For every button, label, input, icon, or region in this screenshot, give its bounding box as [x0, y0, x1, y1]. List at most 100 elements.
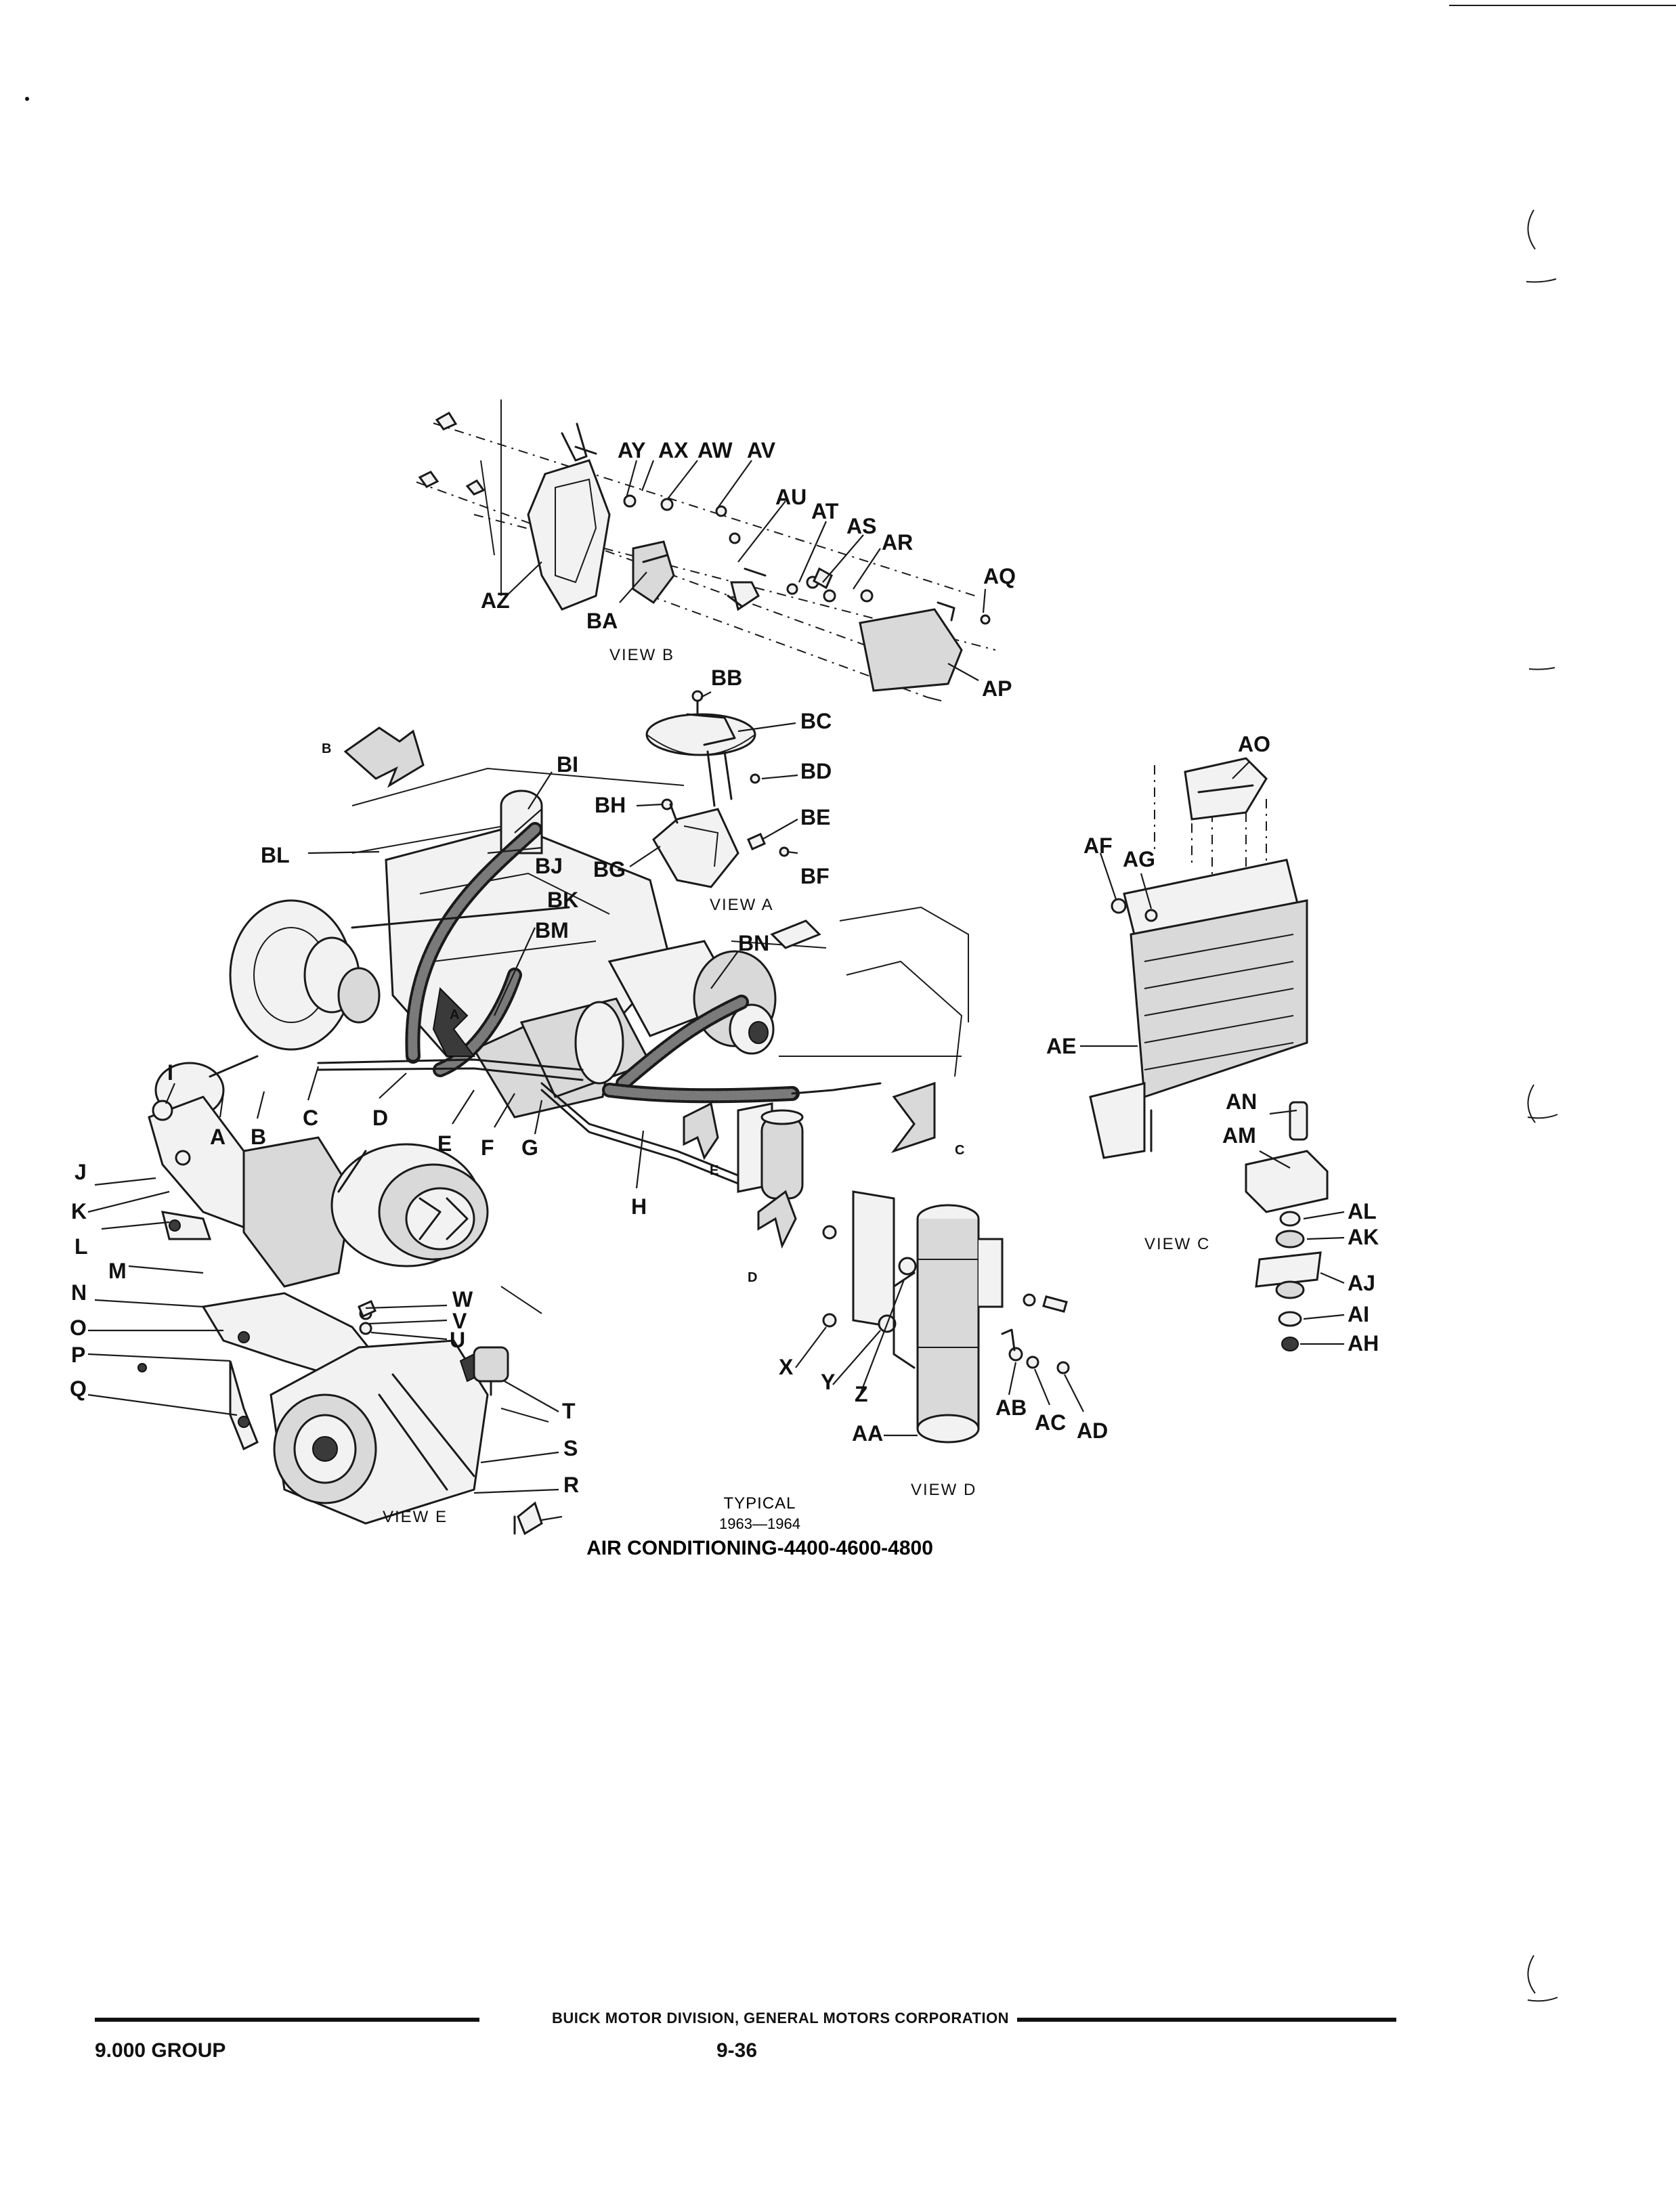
view-a-illustration [645, 690, 790, 888]
label-AB: AB [995, 1395, 1027, 1420]
label-Y: Y [821, 1370, 835, 1394]
view-d-leaders [795, 1279, 1084, 1437]
label-AT: AT [811, 499, 839, 523]
label-BF: BF [800, 864, 830, 888]
label-BL: BL [261, 843, 290, 867]
typical-text: TYPICAL [723, 1494, 796, 1513]
label-AZ: AZ [481, 588, 510, 613]
label-C: C [303, 1106, 318, 1130]
label-AY: AY [618, 438, 646, 462]
label-O: O [70, 1316, 87, 1340]
footer-group: 9.000 GROUP [95, 2039, 226, 2062]
label-AU: AU [775, 485, 807, 509]
label-BB: BB [711, 666, 742, 690]
engine-illustration [154, 727, 969, 1200]
label-AL: AL [1348, 1199, 1377, 1223]
label-AH: AH [1348, 1331, 1379, 1356]
arrow-letter-a: A [450, 1007, 459, 1022]
label-BA: BA [586, 609, 618, 633]
page-margin-marks [25, 5, 1676, 2002]
label-Q: Q [70, 1376, 87, 1401]
label-AD: AD [1077, 1418, 1108, 1443]
label-AP: AP [982, 676, 1012, 701]
label-T: T [562, 1399, 576, 1423]
label-S: S [563, 1436, 578, 1460]
arrow-letter-d: D [748, 1270, 757, 1285]
view-c-leaders [1080, 761, 1345, 1345]
label-AK: AK [1348, 1225, 1379, 1249]
view-b-caption: VIEW B [609, 646, 674, 664]
footer-page-number: 9-36 [716, 2039, 758, 2062]
label-A: A [210, 1125, 225, 1149]
label-L: L [74, 1234, 88, 1259]
label-G: G [521, 1135, 538, 1160]
label-M: M [108, 1259, 127, 1283]
label-Z: Z [855, 1382, 868, 1406]
view-b-illustration [416, 399, 996, 701]
view-c-illustration [1089, 757, 1329, 1351]
label-AO: AO [1238, 732, 1270, 756]
label-AV: AV [747, 438, 776, 462]
view-e-caption: VIEW E [383, 1508, 448, 1526]
label-K: K [71, 1199, 87, 1223]
label-AJ: AJ [1348, 1271, 1375, 1295]
label-V: V [452, 1309, 467, 1333]
label-AM: AM [1222, 1123, 1256, 1148]
diagram-title: AIR CONDITIONING-4400-4600-4800 [586, 1537, 933, 1559]
label-AA: AA [852, 1421, 883, 1446]
engine-leaders [219, 771, 739, 1189]
label-AX: AX [658, 438, 689, 462]
view-b-leaders [507, 460, 987, 681]
view-e-leaders [87, 1083, 563, 1521]
label-E: E [437, 1131, 452, 1156]
label-BN: BN [738, 931, 769, 955]
label-N: N [71, 1280, 87, 1305]
view-captions: VIEW B VIEW A VIEW C VIEW D VIEW E [383, 646, 1210, 1526]
diagram-title-block: TYPICAL 1963—1964 AIR CONDITIONING-4400-… [586, 1494, 933, 1559]
label-AG: AG [1123, 847, 1155, 871]
label-AC: AC [1035, 1410, 1066, 1435]
arrow-letter-e: E [710, 1163, 718, 1178]
label-AE: AE [1046, 1034, 1076, 1058]
direction-arrow-letters: B A C E D [322, 741, 964, 1285]
view-a-caption: VIEW A [710, 896, 774, 914]
label-BC: BC [800, 709, 832, 733]
label-H: H [631, 1194, 647, 1219]
label-J: J [74, 1160, 87, 1184]
label-BD: BD [800, 759, 832, 783]
label-D: D [372, 1106, 388, 1130]
label-AS: AS [846, 514, 876, 538]
label-AQ: AQ [983, 564, 1016, 588]
label-I: I [167, 1060, 173, 1085]
label-AR: AR [882, 530, 913, 555]
label-X: X [779, 1355, 794, 1379]
years-text: 1963—1964 [719, 1515, 800, 1532]
label-B: B [251, 1125, 266, 1149]
view-d-caption: VIEW D [911, 1481, 976, 1499]
label-BH: BH [595, 793, 626, 817]
label-BJ: BJ [535, 854, 563, 878]
label-BM: BM [535, 918, 569, 942]
label-F: F [481, 1135, 494, 1160]
label-BE: BE [800, 805, 830, 829]
view-d-illustration [757, 1190, 1070, 1444]
label-AF: AF [1083, 833, 1113, 858]
label-BI: BI [557, 752, 578, 777]
label-U: U [450, 1328, 465, 1352]
view-a-leaders [629, 691, 798, 867]
label-P: P [71, 1343, 85, 1367]
view-e-illustration [137, 1096, 549, 1536]
arrow-letter-b: B [322, 741, 331, 756]
view-c-caption: VIEW C [1144, 1235, 1210, 1253]
label-AN: AN [1226, 1089, 1257, 1114]
label-W: W [452, 1287, 473, 1311]
arrow-letter-c: C [955, 1143, 964, 1158]
label-BK: BK [547, 888, 578, 912]
label-AW: AW [697, 438, 733, 462]
footer-publisher: BUICK MOTOR DIVISION, GENERAL MOTORS COR… [552, 2010, 1010, 2026]
label-BG: BG [593, 857, 626, 882]
label-AI: AI [1348, 1302, 1369, 1326]
label-R: R [563, 1473, 579, 1497]
callout-labels: AY AX AW AV AU AT AS AR AQ AP AZ BA BB B… [70, 438, 1379, 1497]
